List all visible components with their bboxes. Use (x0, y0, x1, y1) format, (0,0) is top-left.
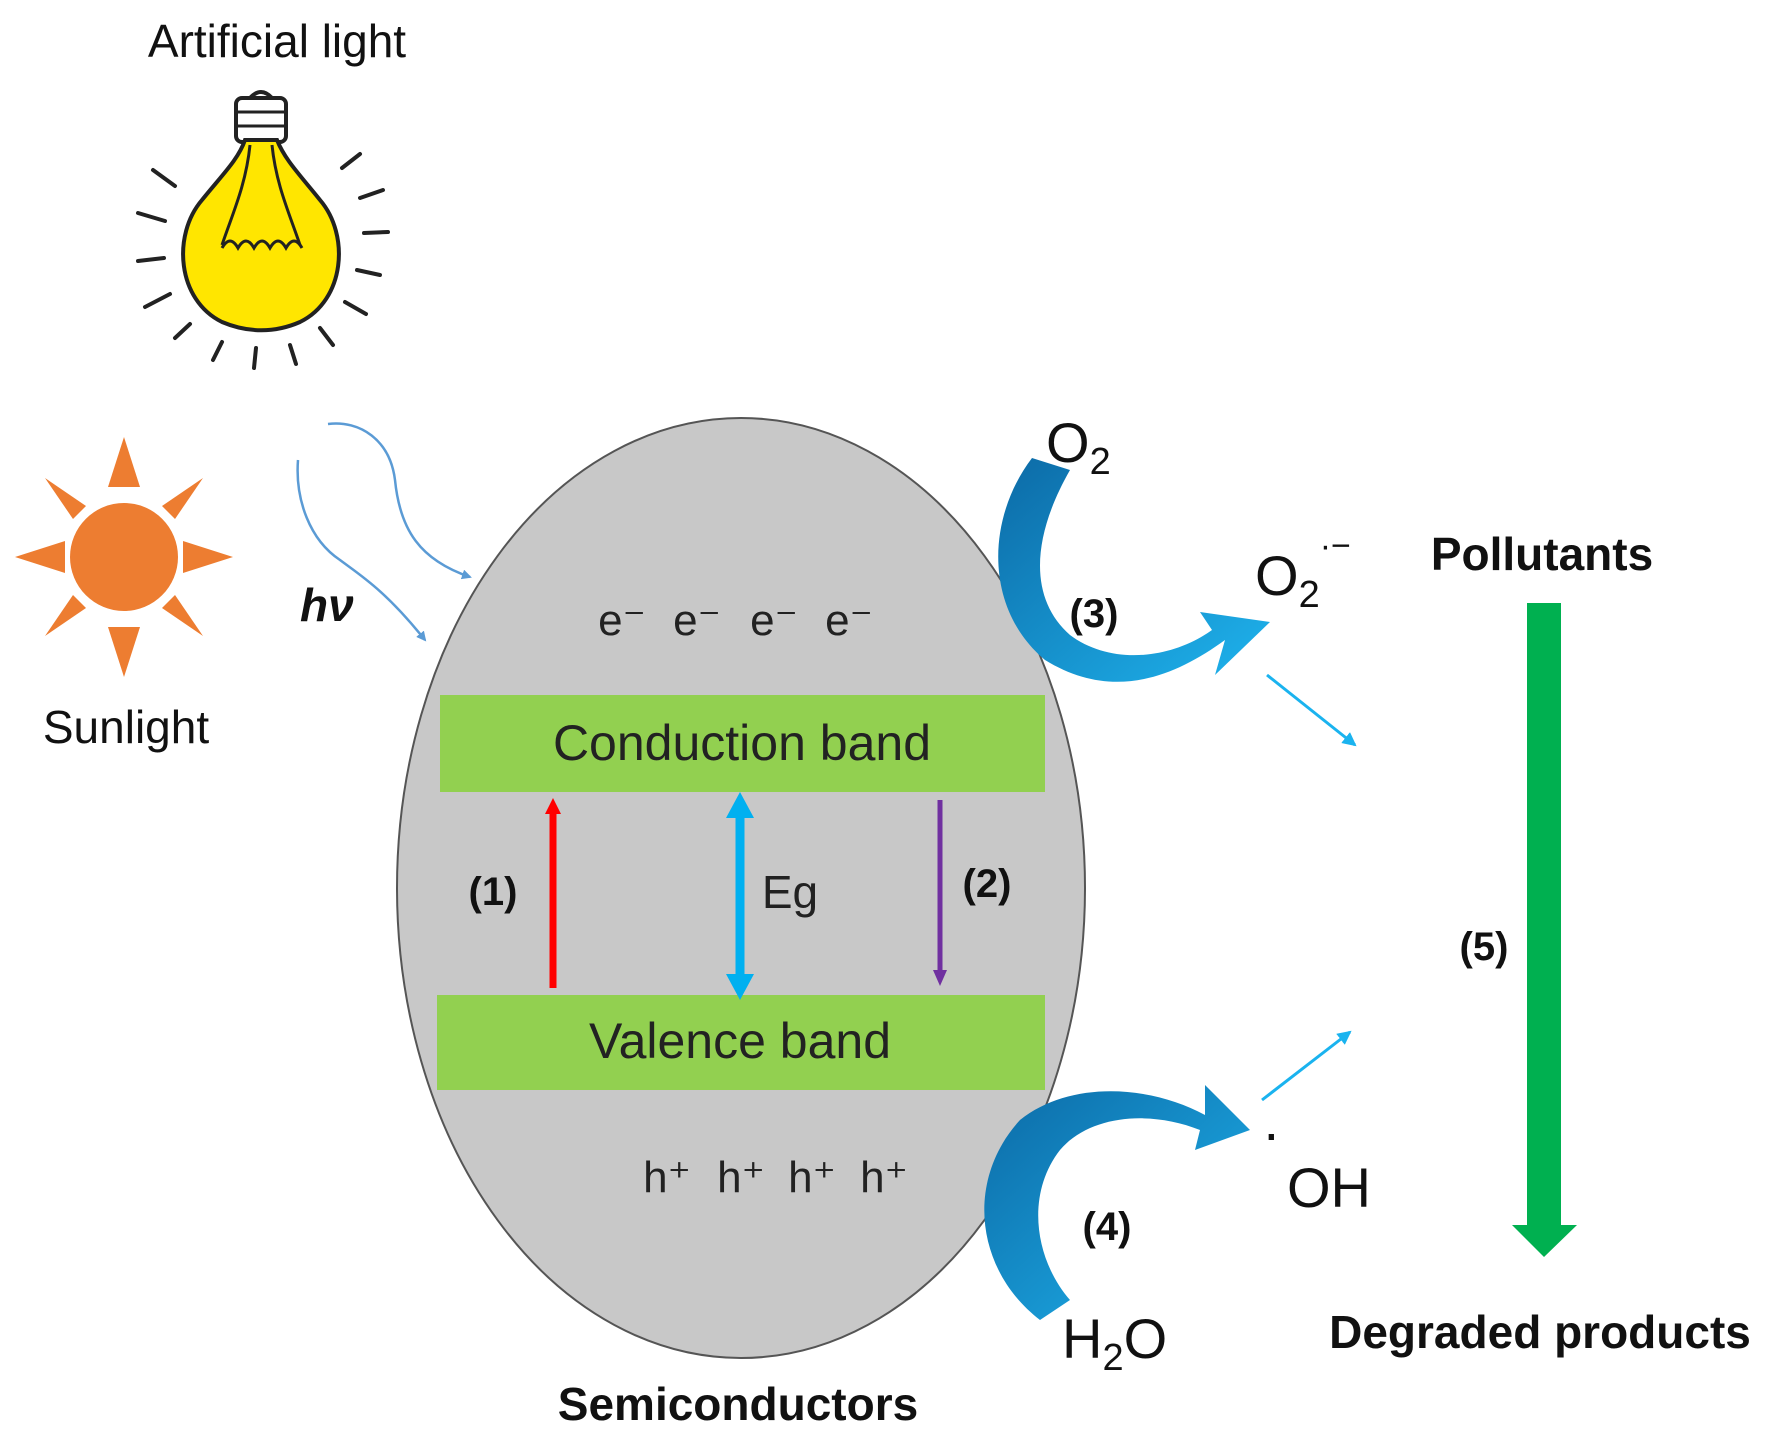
hydroxyl-to-pollutant-arrow (1261, 1030, 1352, 1102)
conduction-band-label: Conduction band (553, 715, 931, 771)
valence-band (437, 995, 1045, 1090)
reduction-curved-arrow (998, 458, 1270, 682)
step-3-label: (3) (1070, 592, 1119, 636)
oxidation-curved-arrow (984, 1085, 1250, 1320)
band-gap-arrow (726, 792, 754, 1000)
valence-band-label: Valence band (589, 1013, 891, 1069)
degradation-arrow (1512, 603, 1577, 1257)
recombination-arrow (933, 800, 947, 986)
hydroxyl-dot: · (1262, 1101, 1281, 1164)
semiconductors-label: Semiconductors (558, 1378, 918, 1430)
oxygen-label: O2 (1046, 411, 1111, 483)
superoxide-to-pollutant-arrow (1266, 673, 1357, 747)
step-5-label: (5) (1460, 925, 1509, 969)
electrons: e⁻ e⁻ e⁻ e⁻ (598, 596, 873, 645)
hole: h⁺ (860, 1153, 908, 1202)
light-bulb-icon (136, 90, 390, 370)
photon-label: hν (300, 579, 354, 631)
holes: h⁺ h⁺ h⁺ h⁺ (643, 1153, 908, 1202)
electron: e⁻ (825, 596, 873, 645)
step-2-label: (2) (963, 862, 1012, 906)
pollutants-label: Pollutants (1431, 528, 1653, 580)
degraded-products-label: Degraded products (1329, 1306, 1751, 1358)
step-1-label: (1) (469, 870, 518, 914)
electron: e⁻ (673, 596, 721, 645)
hydroxyl-label: OH (1287, 1156, 1371, 1219)
conduction-band (440, 695, 1045, 792)
hole: h⁺ (788, 1153, 836, 1202)
water-label: H2O (1062, 1307, 1167, 1379)
artificial-light-label: Artificial light (148, 15, 406, 67)
step-4-label: (4) (1083, 1205, 1132, 1249)
superoxide-label: O2·− (1255, 527, 1351, 616)
electron: e⁻ (750, 596, 798, 645)
band-gap-label: Eg (762, 866, 818, 918)
sunlight-label: Sunlight (43, 701, 209, 753)
excitation-arrow (545, 798, 561, 988)
hole: h⁺ (643, 1153, 691, 1202)
sun-icon (15, 437, 233, 677)
light-rays (296, 422, 472, 642)
electron: e⁻ (598, 596, 646, 645)
hole: h⁺ (717, 1153, 765, 1202)
